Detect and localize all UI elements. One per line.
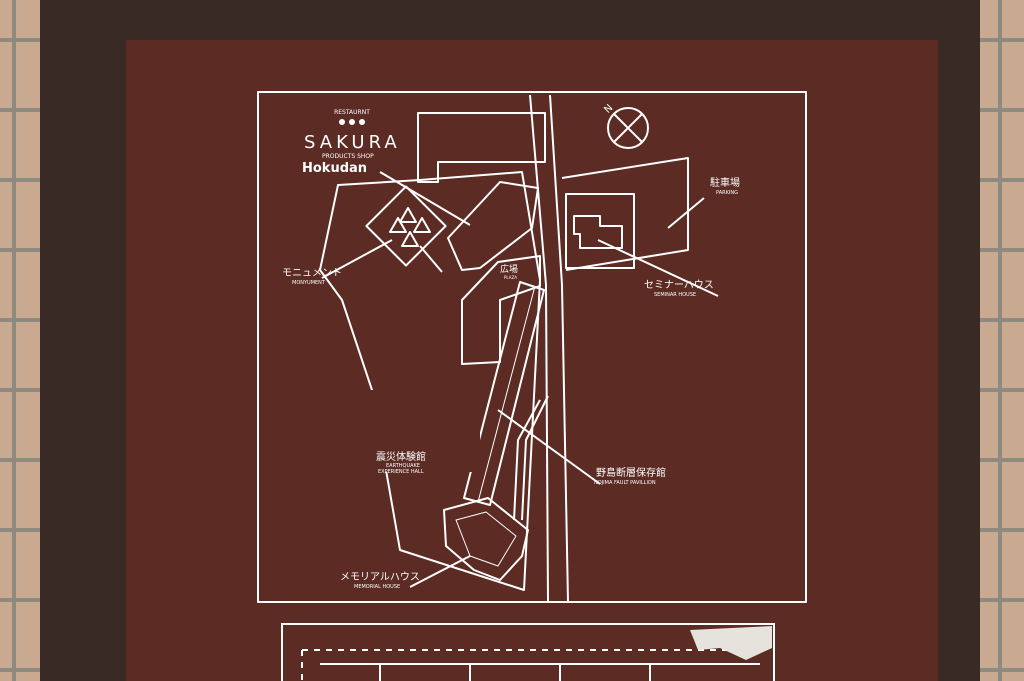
plaza-building bbox=[461, 255, 541, 365]
road-branch bbox=[561, 157, 689, 271]
fault-pavilion-label-ja: 野島断層保存館 bbox=[596, 466, 666, 479]
road bbox=[529, 94, 569, 603]
earthquake-hall-label-ja: 震災体験館 bbox=[376, 450, 426, 463]
brand-dots bbox=[339, 119, 365, 125]
compass-circle bbox=[607, 107, 649, 149]
seminar-house-label-ja: セミナーハウス bbox=[644, 279, 714, 291]
north-compound bbox=[417, 112, 546, 183]
sign-board bbox=[126, 40, 938, 681]
map-border bbox=[257, 91, 807, 603]
walking-path bbox=[513, 395, 549, 521]
memorial-house-building bbox=[443, 497, 529, 581]
memorial-house-label-en: MEMORIAL HOUSE bbox=[354, 584, 400, 590]
torn-sticker bbox=[690, 626, 772, 660]
seminar-lot bbox=[565, 193, 635, 269]
plaza-label-en: PLAZA bbox=[504, 275, 517, 280]
seminar-house-building bbox=[573, 215, 623, 249]
parking-label-ja: 駐車場 bbox=[710, 176, 740, 189]
memorial-house-label-ja: メモリアルハウス bbox=[340, 571, 420, 583]
fault-pavilion-building bbox=[463, 281, 545, 506]
parking-label-en: PARKING bbox=[716, 190, 738, 196]
monument-label-en: MONYUMENT bbox=[292, 280, 326, 286]
hokudan-label: Hokudan bbox=[302, 161, 367, 176]
monument-label-ja: モニュメント bbox=[282, 268, 342, 279]
monument-symbol bbox=[365, 185, 447, 273]
lower-map-section bbox=[281, 623, 775, 681]
earthquake-hall-label-en2: EXPERIENCE HALL bbox=[378, 469, 424, 475]
fault-pavilion-label-en: NOJIMA FAULT PAVILLION bbox=[594, 480, 656, 486]
shop-building bbox=[447, 181, 539, 271]
earthquake-hall-label-en1: EARTHQUAKE bbox=[386, 463, 420, 469]
seminar-house-label-en: SEMINAR HOUSE bbox=[654, 292, 696, 298]
restaurant-label: RESTAURNT bbox=[334, 109, 370, 116]
products-shop-label: PRODUCTS SHOP bbox=[322, 153, 374, 160]
site-outline bbox=[319, 171, 541, 591]
brand-name: SAKURA bbox=[304, 132, 401, 153]
plaza-label-ja: 広場 bbox=[500, 263, 518, 275]
